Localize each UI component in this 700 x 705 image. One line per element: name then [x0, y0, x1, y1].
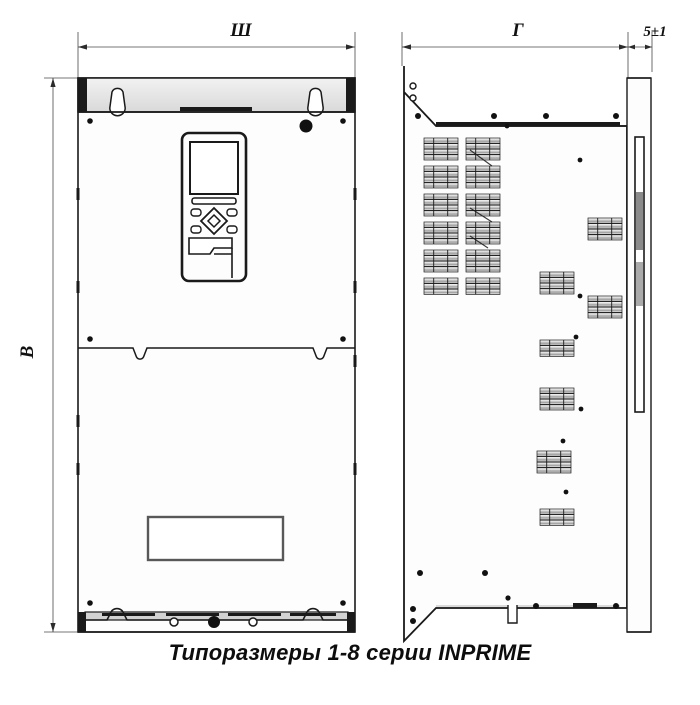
arrow-height-bottom	[50, 623, 56, 632]
chamfer-hole-bottom-1	[410, 606, 416, 612]
cover-seam-line	[78, 347, 355, 360]
screw-dot-mid-right	[340, 336, 346, 342]
screw-dot-bottom-left	[87, 600, 93, 606]
bottom-mounting-bracket	[78, 600, 355, 633]
arrow-width-left	[78, 44, 87, 50]
nameplate-label	[146, 515, 285, 562]
bracket-rib-4	[290, 613, 336, 616]
keypad-connector-lip	[188, 237, 233, 255]
chamfer-hole-top-1	[409, 82, 417, 90]
rear-flange-strip	[626, 77, 652, 633]
side-dot-7	[482, 570, 488, 576]
chamfer-hole-bottom-2	[410, 618, 416, 624]
keypad-button-bottom-right[interactable]	[226, 225, 238, 234]
side-helper	[402, 66, 627, 83]
dimension-label-depth: Г	[511, 20, 524, 41]
edge-tick-left-1	[76, 188, 80, 200]
front-view	[76, 77, 357, 633]
side-view	[402, 66, 652, 644]
bracket-corner-right	[347, 612, 355, 632]
side-dot-6	[417, 570, 423, 576]
top-center-rib	[180, 107, 252, 111]
edge-tick-right-3	[353, 355, 357, 367]
keypad-button-bottom-left[interactable]	[190, 225, 202, 234]
dimension-label-width: Ш	[229, 20, 252, 41]
bracket-hole-right	[248, 617, 258, 627]
side-bottom-flange	[436, 605, 620, 609]
dimension-annotations	[44, 32, 653, 633]
side-dot-5	[504, 123, 510, 129]
enter-center-button[interactable]	[206, 213, 222, 229]
bracket-corner-left	[78, 612, 86, 632]
edge-tick-left-3	[76, 415, 80, 427]
arrow-flange-left	[628, 44, 635, 50]
edge-tick-right-2	[353, 281, 357, 293]
side-dot-8	[505, 595, 511, 601]
flange-shade-2	[636, 262, 643, 306]
top-corner-block-left	[78, 78, 87, 112]
edge-tick-right-4	[353, 463, 357, 475]
top-corner-block-right	[346, 78, 355, 112]
side-dot-10	[613, 603, 619, 609]
side-dot-1	[415, 113, 421, 119]
keypad-button-top-left[interactable]	[190, 208, 202, 217]
chamfer-hole-top-2	[409, 94, 417, 102]
arrow-width-right	[346, 44, 355, 50]
side-dot-16	[563, 489, 569, 495]
display-screen	[189, 141, 239, 195]
side-dot-13	[573, 334, 579, 340]
arrow-depth-right	[619, 44, 628, 50]
side-dot-9	[533, 603, 539, 609]
flange-inner-channel	[634, 136, 645, 413]
ground-screw	[208, 616, 220, 628]
edge-tick-left-4	[76, 463, 80, 475]
screw-dot-mid-left	[87, 336, 93, 342]
screw-dot-top-left	[87, 118, 93, 124]
arrow-height-top	[50, 78, 56, 87]
heatsink-fins	[423, 137, 501, 295]
side-dot-2	[491, 113, 497, 119]
side-dot-11	[577, 157, 583, 163]
dimension-label-height: В	[17, 346, 38, 360]
dimension-label-flange: 5±1	[643, 24, 666, 40]
side-dot-3	[543, 113, 549, 119]
side-dot-15	[560, 438, 566, 444]
bracket-rib-2	[166, 613, 219, 616]
wire-hint-lines	[469, 149, 493, 249]
side-dot-12	[577, 293, 583, 299]
side-top-flange	[436, 122, 620, 126]
side-dot-4	[613, 113, 619, 119]
side-dot-14	[578, 406, 584, 412]
status-bar-button[interactable]	[191, 197, 237, 205]
bottom-rib	[573, 603, 597, 608]
bracket-rib-3	[228, 613, 281, 616]
bracket-rib-1	[102, 613, 155, 616]
arrow-depth-left	[402, 44, 411, 50]
edge-tick-right-1	[353, 188, 357, 200]
keypad-button-top-right[interactable]	[226, 208, 238, 217]
flange-shade-1	[636, 192, 643, 250]
indicator-hole	[299, 119, 313, 133]
bottom-tab	[507, 605, 518, 624]
arrow-flange-right	[645, 44, 652, 50]
keypad-assembly[interactable]	[180, 131, 248, 283]
figure-caption: Типоразмеры 1-8 серии INPRIME	[168, 640, 532, 665]
screw-dot-bottom-right	[340, 600, 346, 606]
edge-tick-left-2	[76, 281, 80, 293]
screw-dot-top-right	[340, 118, 346, 124]
bracket-hole-left	[169, 617, 179, 627]
